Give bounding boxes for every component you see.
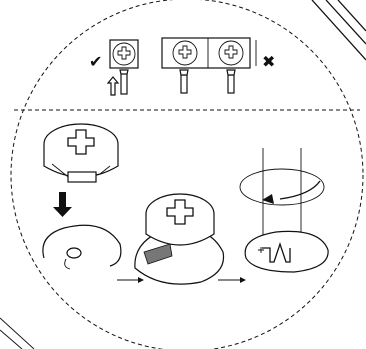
down-arrow-icon <box>53 192 72 217</box>
cross-icon: ✖ <box>262 52 275 71</box>
next-step-arrow-icon <box>117 277 144 283</box>
wrong-cam-example <box>162 38 256 93</box>
cam-rotation-step3 <box>240 148 328 272</box>
next-step-arrow-icon <box>218 277 246 283</box>
cam-fitting-step1 <box>44 124 118 182</box>
cam-fitting-step2 <box>135 194 224 284</box>
check-icon: ✔ <box>89 52 102 71</box>
corner-stripe-bottom-left <box>0 318 34 349</box>
up-arrow-icon <box>108 77 118 95</box>
corner-stripe-top-right <box>312 0 366 60</box>
panel-hole-step1 <box>43 225 121 269</box>
